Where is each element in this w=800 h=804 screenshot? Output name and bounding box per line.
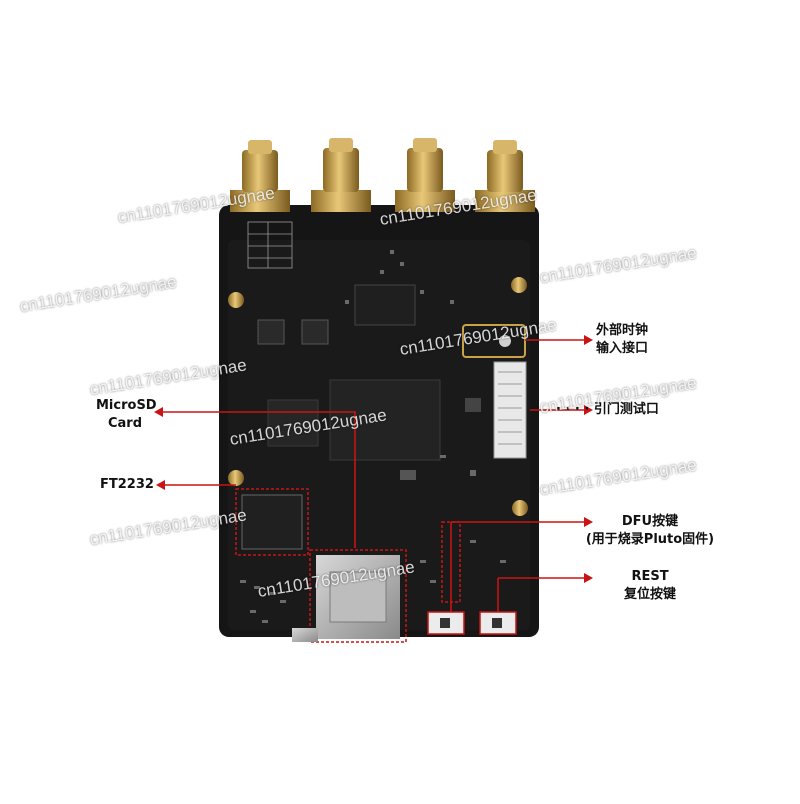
label-line: · · · · 引门测试口 xyxy=(556,402,659,417)
chip xyxy=(354,284,416,326)
arrow-head-icon xyxy=(584,573,593,583)
label-external-clock: 外部时钟 输入接口 xyxy=(596,322,648,358)
arrow-head-icon xyxy=(584,405,593,415)
smd-components xyxy=(240,250,506,623)
label-line: (用于烧录Pluto固件) xyxy=(585,532,715,547)
chip xyxy=(257,319,285,345)
label-line: MicroSD xyxy=(96,398,157,413)
chip xyxy=(329,379,441,461)
label-line: DFU按键 xyxy=(621,514,679,529)
label-line: Card xyxy=(107,416,143,431)
label-line: FT2232 xyxy=(100,477,154,492)
usb-port xyxy=(292,628,318,642)
label-line: 外部时钟 xyxy=(596,323,649,338)
test-port-connector xyxy=(493,361,527,459)
arrow-head-icon xyxy=(156,480,165,490)
mount-hole xyxy=(228,292,244,308)
label-line: REST xyxy=(631,569,669,584)
dfu-button-knob xyxy=(440,618,450,628)
label-line: 复位按键 xyxy=(623,587,676,602)
sma-connector-3 xyxy=(395,138,455,212)
reset-button-knob xyxy=(492,618,502,628)
sma-connector-4 xyxy=(475,140,535,212)
chip xyxy=(267,399,319,447)
label-line: 输入接口 xyxy=(596,341,649,356)
chip xyxy=(400,470,416,480)
microsd-slot-inner xyxy=(329,571,387,623)
label-ft2232: FT2232 xyxy=(100,476,154,494)
chip xyxy=(465,398,481,412)
silkscreen-table xyxy=(247,221,293,269)
label-reset: REST 复位按键 xyxy=(608,568,692,604)
label-dfu: DFU按键 (用于烧录Pluto固件) xyxy=(570,513,730,549)
mount-hole xyxy=(228,470,244,486)
arrow-head-icon xyxy=(584,335,593,345)
label-test-port: · · · · 引门测试口 xyxy=(556,401,659,419)
chip xyxy=(301,319,329,345)
clock-connector xyxy=(499,335,511,347)
arrow-head-icon xyxy=(584,517,593,527)
clock-connector-highlight xyxy=(462,324,526,358)
ft2232-highlight xyxy=(235,488,309,556)
sma-connector-1 xyxy=(230,140,290,212)
arrow-head-icon xyxy=(154,407,163,417)
ft2232-chip xyxy=(241,494,303,550)
annotation-lines xyxy=(154,335,593,612)
sma-connector-2 xyxy=(311,138,371,212)
microsd-highlight xyxy=(309,549,407,643)
label-microsd: MicroSD Card xyxy=(96,397,157,433)
mount-hole xyxy=(512,500,528,516)
mount-hole xyxy=(511,277,527,293)
